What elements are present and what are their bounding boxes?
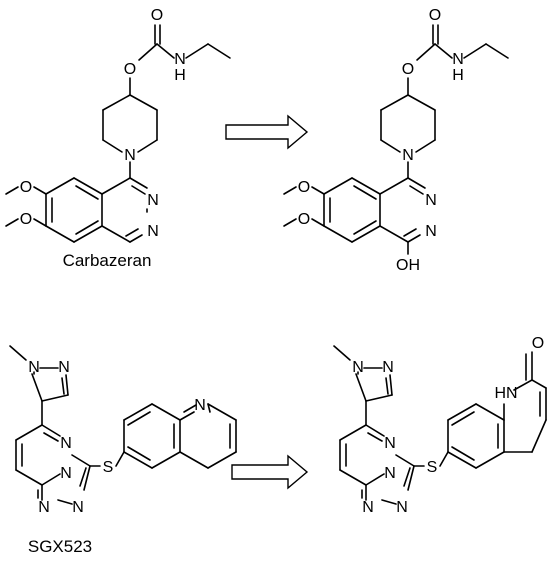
triazole-nitrogen-2: N <box>38 499 50 516</box>
bridgehead-nitrogen: N <box>60 465 72 482</box>
triazole-nitrogen-2: N <box>362 499 374 516</box>
amide-hydrogen: H <box>452 67 464 84</box>
methoxy-oxygen-1: O <box>20 179 32 196</box>
ester-oxygen: O <box>124 61 136 78</box>
hydroxyl-group: OH <box>396 257 420 274</box>
piperidine-nitrogen: N <box>124 147 136 164</box>
ring-nitrogen-2: N <box>147 223 159 240</box>
reaction-arrow-1 <box>225 114 309 150</box>
ester-oxygen: O <box>402 61 414 78</box>
lactam-oxygen: O <box>532 335 544 352</box>
pyrazole-nitrogen-2: N <box>58 359 70 376</box>
lactam-nh: HN <box>494 385 517 402</box>
ring-nitrogen-1: N <box>147 192 159 209</box>
pyridazine-nitrogen-1: N <box>384 435 396 452</box>
ring-nitrogen-2: N <box>425 223 437 240</box>
carbonyl-oxygen: O <box>429 7 441 24</box>
thioether-sulfur: S <box>103 459 114 476</box>
pyrazole-nitrogen-1: N <box>352 359 364 376</box>
ring-nitrogen-1: N <box>425 192 437 209</box>
amide-hydrogen: H <box>174 67 186 84</box>
thioether-sulfur: S <box>427 459 438 476</box>
bridgehead-nitrogen: N <box>384 465 396 482</box>
quinoline-nitrogen: N <box>194 397 206 414</box>
pyrazole-nitrogen-1: N <box>28 359 40 376</box>
reactant-name-1: Carbazeran <box>63 251 152 270</box>
pyridazine-nitrogen-1: N <box>60 435 72 452</box>
sgx523-metabolite-structure: N N N N N N S HN O <box>333 335 547 516</box>
reactant-name-2: SGX523 <box>28 537 92 556</box>
carbazeran-metabolite-structure: O O N H N N N O O OH <box>283 7 509 274</box>
amide-nitrogen: N <box>452 51 464 68</box>
sgx523-structure: N N N N N N S N <box>9 345 237 516</box>
triazole-nitrogen-1: N <box>396 499 408 516</box>
reaction-arrow-2 <box>231 454 309 490</box>
piperidine-nitrogen: N <box>402 147 414 164</box>
amide-nitrogen: N <box>174 51 186 68</box>
triazole-nitrogen-1: N <box>72 499 84 516</box>
methoxy-oxygen-2: O <box>298 211 310 228</box>
methoxy-oxygen-2: O <box>20 211 32 228</box>
carbonyl-oxygen: O <box>151 7 163 24</box>
carbazeran-structure: O O N H N N N O O <box>5 7 231 243</box>
methoxy-oxygen-1: O <box>298 179 310 196</box>
pyrazole-nitrogen-2: N <box>382 359 394 376</box>
